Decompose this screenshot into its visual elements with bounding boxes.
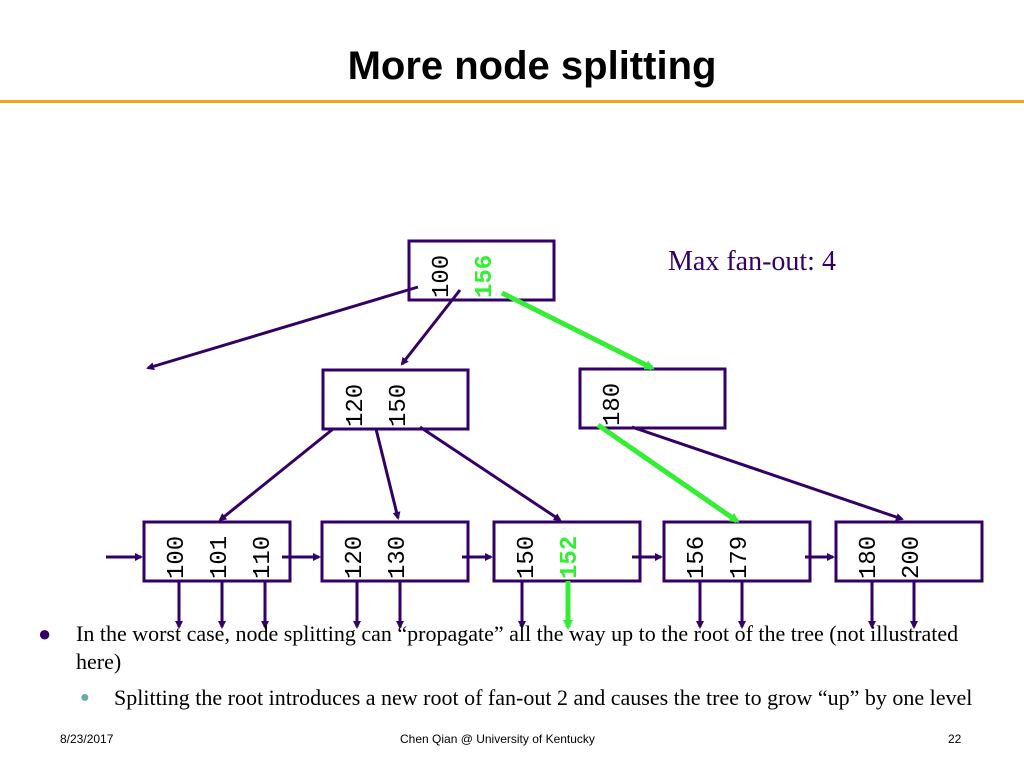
root-key-1: 100 xyxy=(429,255,456,298)
bullet-dot-icon: ● xyxy=(38,621,52,646)
leaf-node-1 xyxy=(142,520,292,583)
leaf-5-key-2: 200 xyxy=(899,536,926,579)
leaf-1-key-3: 110 xyxy=(250,536,277,579)
footer-author: Chen Qian @ University of Kentucky xyxy=(400,732,595,746)
title-divider xyxy=(0,100,1024,103)
internal-right-pointer-new xyxy=(596,422,740,524)
leaf-2-key-1: 120 xyxy=(342,536,369,579)
root-pointer-new xyxy=(500,290,655,371)
internal-node-left xyxy=(321,368,470,431)
leaf-3-key-2-new: 152 xyxy=(557,536,584,579)
leaf-4-key-1: 156 xyxy=(684,536,711,579)
leaf-node-4 xyxy=(662,520,812,583)
leaf-node-2 xyxy=(320,520,470,583)
root-node xyxy=(407,239,556,302)
leaf-2-key-2: 130 xyxy=(385,536,412,579)
root-pointer-middle xyxy=(400,289,462,366)
page-number: 22 xyxy=(948,732,962,746)
bullet-item: ● In the worst case, node splitting can … xyxy=(36,620,996,676)
internal-left-pointer-1 xyxy=(218,427,334,522)
bullet-text: In the worst case, node splitting can “p… xyxy=(76,621,959,674)
leaf-node-3 xyxy=(492,520,642,583)
sub-bullet-dot-icon: ● xyxy=(80,689,90,706)
leaf-1-key-2: 101 xyxy=(207,536,234,579)
internal-left-pointer-2 xyxy=(374,428,401,520)
leaf-node-5 xyxy=(834,520,984,583)
slide-title: More node splitting xyxy=(347,44,717,88)
leaf-5-key-1: 180 xyxy=(856,536,883,579)
sub-bullet-text: Splitting the root introduces a new root… xyxy=(114,685,973,710)
leaf-1-key-1: 100 xyxy=(164,536,191,579)
leaf-4-key-2: 179 xyxy=(727,536,754,579)
internal-left-key-2: 150 xyxy=(386,384,413,427)
sub-bullet-item: ● Splitting the root introduces a new ro… xyxy=(36,684,996,712)
root-pointer-left xyxy=(146,285,419,371)
internal-left-pointer-3 xyxy=(419,425,562,522)
leaf-3-key-1: 150 xyxy=(514,536,541,579)
footer-date: 8/23/2017 xyxy=(60,732,114,746)
internal-right-pointer-2 xyxy=(631,425,904,521)
internal-right-key-1: 180 xyxy=(600,383,627,426)
root-key-2-new: 156 xyxy=(472,255,499,298)
internal-left-key-1: 120 xyxy=(343,384,370,427)
internal-node-right xyxy=(578,367,727,430)
bullet-list: ● In the worst case, node splitting can … xyxy=(36,620,996,712)
max-fanout-label: Max fan-out: 4 xyxy=(668,246,836,277)
